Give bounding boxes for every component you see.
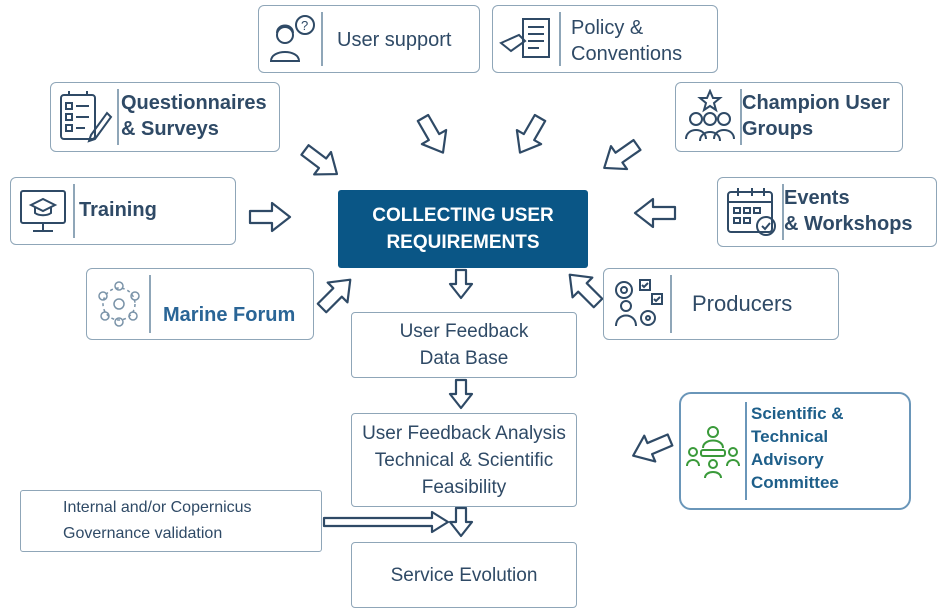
feedback-db-label-1: User Feedback — [399, 321, 529, 342]
governance-label-2: Governance validation — [63, 525, 223, 542]
advisory-committee-box: Scientific & Technical Advisory Committe… — [679, 392, 911, 510]
source-policy: Policy & Conventions — [492, 5, 718, 73]
survey-checklist-icon — [60, 91, 113, 143]
calendar-icon — [727, 188, 776, 236]
policy-label-2: Conventions — [571, 43, 683, 65]
divider — [740, 89, 742, 145]
questionnaires-label-2: & Surveys — [121, 118, 219, 140]
divider — [745, 402, 747, 500]
producers-label: Producers — [692, 291, 793, 316]
divider — [73, 184, 75, 238]
feedback-db-label-2: Data Base — [419, 348, 509, 369]
source-training: Training — [10, 177, 236, 245]
svg-text:?: ? — [301, 18, 308, 33]
arrow-from-policy — [515, 113, 547, 154]
arrow-from-champion — [603, 138, 642, 171]
arrow-from-user-support — [416, 113, 448, 154]
analysis-label-1: User Feedback Analysis — [362, 422, 566, 444]
evolution-label: Service Evolution — [390, 564, 538, 586]
committee-label: Scientific & Technical Advisory Committe… — [751, 402, 844, 494]
divider — [117, 89, 119, 145]
service-evolution-box: Service Evolution — [351, 542, 577, 608]
questionnaires-label-1: Questionnaires — [121, 92, 267, 114]
arrow-from-events — [633, 197, 677, 229]
arrow-from-producers — [568, 273, 604, 309]
collecting-requirements-box: COLLECTING USER REQUIREMENTS — [338, 190, 588, 268]
network-people-icon — [98, 281, 140, 327]
source-champion: Champion User Groups — [675, 82, 903, 152]
arrow-from-committee — [632, 433, 674, 463]
analysis-label-2: Technical & Scientific — [374, 449, 554, 471]
center-title-1: COLLECTING USER — [372, 205, 554, 226]
committee-people-icon — [686, 426, 740, 479]
feedback-database-box: User Feedback Data Base — [351, 312, 577, 378]
user-support-label: User support — [337, 29, 452, 51]
arrow-from-governance — [322, 510, 450, 534]
source-user-support: ? User support — [258, 5, 480, 73]
source-questionnaires: Questionnaires & Surveys — [50, 82, 280, 152]
arrow-from-questionnaires — [300, 144, 339, 176]
analysis-label-3: Feasibility — [421, 476, 507, 498]
source-marine-forum: Marine Forum — [86, 268, 314, 340]
producer-gears-icon — [615, 279, 663, 327]
committee-label-1: Scientific & — [751, 404, 844, 423]
arrow-from-training — [248, 201, 292, 233]
committee-label-4: Committee — [751, 473, 839, 492]
arrow-analysis-to-evolution — [448, 506, 474, 538]
governance-label-1: Internal and/or Copernicus — [63, 499, 252, 516]
divider — [782, 184, 784, 240]
champion-group-icon — [685, 89, 735, 142]
divider — [321, 12, 323, 66]
source-events: Events & Workshops — [717, 177, 937, 247]
champion-label-1: Champion User — [742, 92, 890, 114]
divider — [670, 275, 672, 333]
events-label-2: & Workshops — [784, 213, 913, 235]
policy-label-1: Policy & — [571, 17, 644, 39]
events-label-1: Events — [784, 187, 850, 209]
center-title-2: REQUIREMENTS — [386, 232, 540, 253]
support-agent-icon: ? — [269, 15, 315, 62]
committee-label-3: Advisory — [751, 450, 824, 469]
policy-document-icon — [499, 18, 550, 58]
divider — [559, 12, 561, 66]
marine-forum-label: Marine Forum — [163, 304, 296, 326]
training-label: Training — [79, 199, 157, 221]
source-producers: Producers — [603, 268, 839, 340]
committee-label-2: Technical — [751, 427, 829, 446]
arrow-from-marine-forum — [316, 278, 352, 314]
training-screen-icon — [20, 190, 66, 232]
feedback-analysis-box: User Feedback Analysis Technical & Scien… — [351, 413, 577, 507]
divider — [149, 275, 151, 333]
arrow-center-to-db — [448, 268, 474, 300]
arrow-db-to-analysis — [448, 378, 474, 410]
governance-box: Internal and/or Copernicus Governance va… — [20, 490, 322, 552]
champion-label-2: Groups — [742, 118, 814, 140]
